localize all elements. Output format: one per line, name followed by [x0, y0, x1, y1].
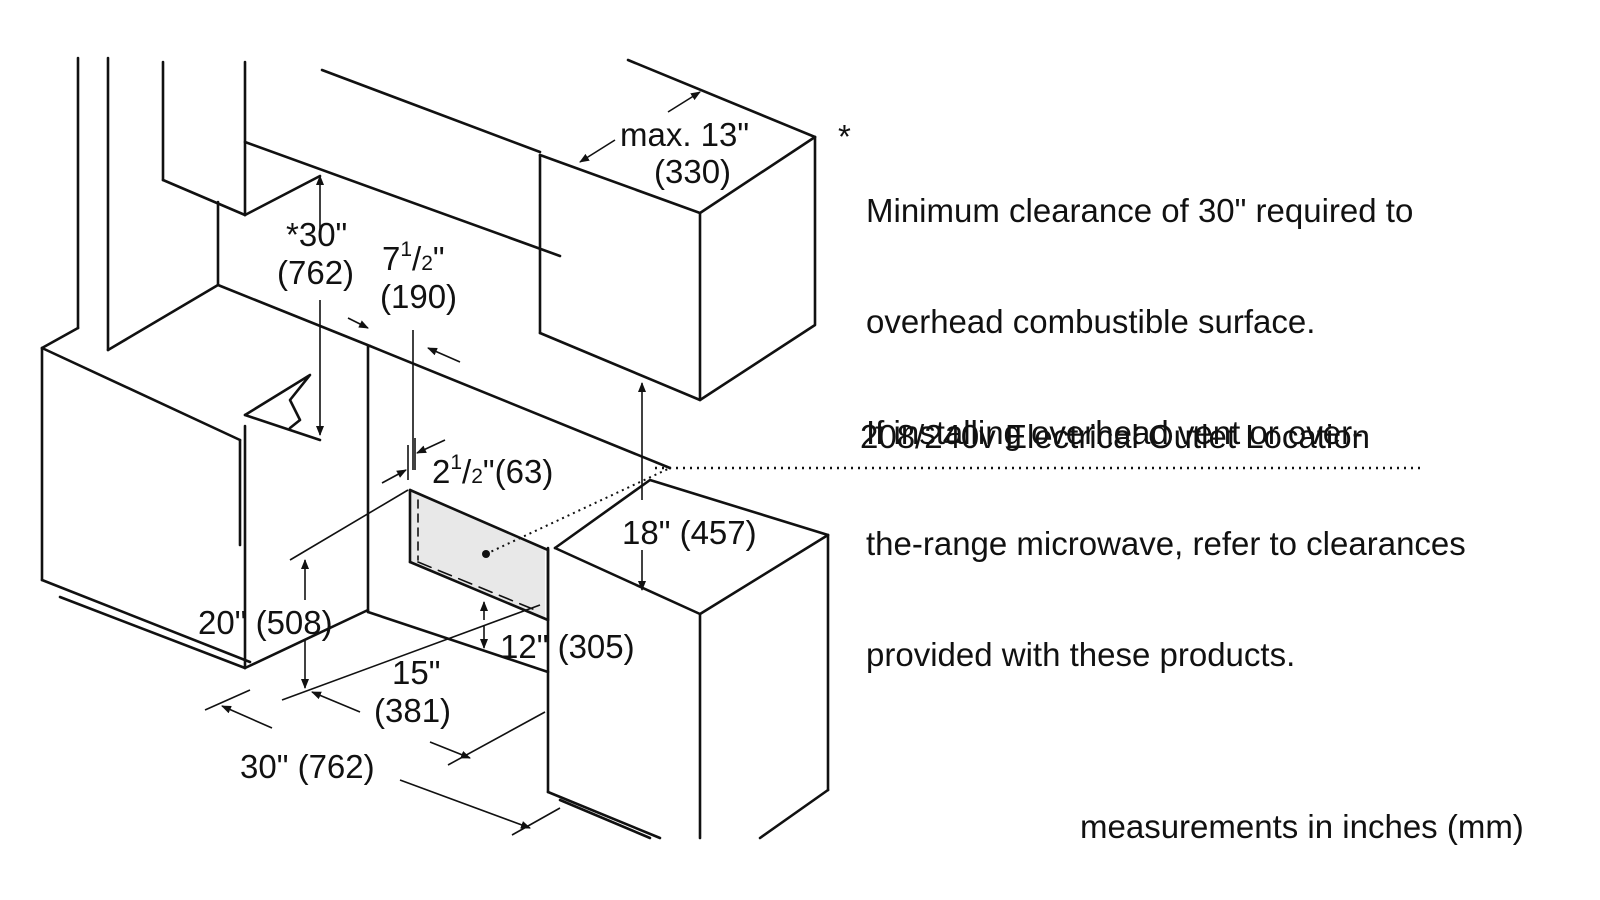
- note-text: Minimum clearance of 30" required to ove…: [866, 118, 1466, 747]
- note-line-4: the-range microwave, refer to clearances: [866, 525, 1466, 562]
- back-wall: [216, 58, 817, 470]
- dim-outlet-width-mm: (381): [374, 692, 451, 729]
- note-line-2: overhead combustible surface.: [866, 303, 1316, 340]
- outlet-location-label: 208/240v Electrical Outlet Location: [860, 418, 1370, 455]
- electrical-outlet-area: [408, 466, 1422, 622]
- dim-outlet-offset-in: 71/2": [382, 238, 445, 277]
- dim-range-width: 30" (762): [240, 748, 375, 785]
- clearance-note: * Minimum clearance of 30" required to o…: [838, 118, 1466, 673]
- note-asterisk: *: [838, 118, 851, 155]
- dim-cabinet-to-hood: 18" (457): [622, 514, 757, 551]
- upper-cabinet: [76, 56, 322, 352]
- dimension-lines: [204, 91, 701, 836]
- note-line-1: Minimum clearance of 30" required to: [866, 192, 1414, 229]
- dim-overhead-in: *30": [286, 216, 347, 253]
- dim-outlet-offset-mm: (190): [380, 278, 457, 315]
- dim-outlet-gap: 21/2"(63): [432, 451, 553, 490]
- dim-outlet-height: 20" (508): [198, 604, 333, 641]
- note-line-3: If installing overhead vent or over-: [866, 414, 1364, 451]
- dim-outlet-above-floor: 12" (305): [500, 628, 635, 665]
- note-line-5: provided with these products.: [866, 636, 1296, 673]
- units-note: measurements in inches (mm): [1080, 808, 1524, 845]
- right-base-cabinet: [546, 478, 830, 840]
- left-base-cabinet: [40, 326, 370, 670]
- dim-depth-max-mm: (330): [654, 153, 731, 190]
- dim-overhead-mm: (762): [277, 254, 354, 291]
- dim-depth-max-in: max. 13": [620, 116, 749, 153]
- floor-lines: [366, 610, 550, 674]
- outlet-leader-line: [485, 467, 671, 555]
- overhead-hood-box: [538, 135, 817, 402]
- dim-outlet-width-in: 15": [392, 654, 440, 691]
